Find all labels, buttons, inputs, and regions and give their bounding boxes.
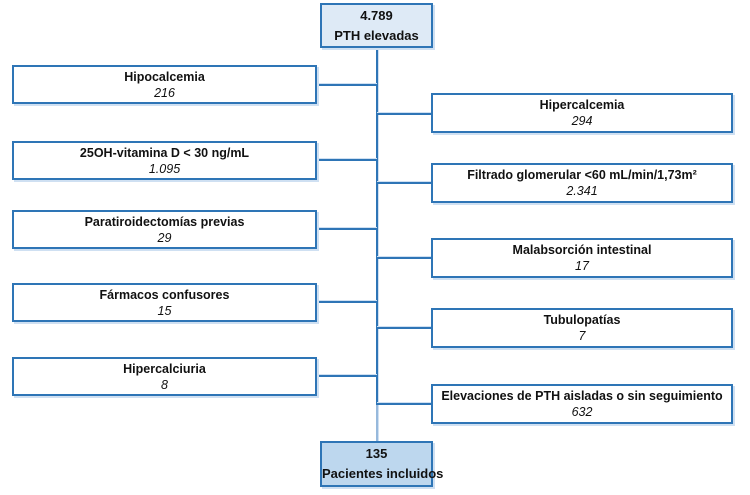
central-spine-tail-line: [376, 405, 378, 441]
exclusion-count: 632: [571, 405, 593, 419]
end-node: 135 Pacientes incluidos: [320, 441, 444, 487]
exclusion-node-paratiroidectomias: Paratiroidectomías previas 29: [12, 210, 317, 249]
exclusion-node-hipercalcemia: Hipercalcemia 294: [431, 93, 733, 133]
exclusion-count: 216: [154, 85, 175, 100]
exclusion-count: 2.341: [566, 184, 598, 198]
exclusion-node-filtrado-glomerular: Filtrado glomerular <60 mL/min/1,73m² 2.…: [431, 163, 733, 203]
exclusion-label: Elevaciones de PTH aisladas o sin seguim…: [441, 389, 723, 403]
connector-left-3: [315, 301, 377, 303]
connector-right-1: [377, 182, 431, 184]
connector-left-4: [315, 375, 377, 377]
exclusion-count: 15: [157, 303, 172, 318]
connector-left-2: [315, 228, 377, 230]
exclusion-label: Malabsorción intestinal: [512, 243, 652, 257]
exclusion-count: 294: [571, 114, 593, 128]
connector-right-0: [377, 113, 431, 115]
exclusion-label: 25OH-vitamina D < 30 ng/mL: [79, 145, 250, 160]
end-node-label: Pacientes incluidos: [322, 466, 444, 481]
exclusion-node-vitamina-d: 25OH-vitamina D < 30 ng/mL 1.095: [12, 141, 317, 180]
exclusion-label: Hipercalcemia: [539, 98, 625, 112]
exclusion-label: Paratiroidectomías previas: [84, 214, 245, 229]
exclusion-node-malabsorcion: Malabsorción intestinal 17: [431, 238, 733, 278]
exclusion-count: 1.095: [148, 161, 181, 176]
exclusion-count: 29: [157, 230, 172, 245]
exclusion-node-hipocalcemia: Hipocalcemia 216: [12, 65, 317, 104]
exclusion-label: Hipocalcemia: [124, 69, 205, 84]
exclusion-label: Filtrado glomerular <60 mL/min/1,73m²: [467, 168, 697, 182]
exclusion-count: 17: [575, 259, 589, 273]
start-node-label: PTH elevadas: [334, 27, 419, 43]
exclusion-label: Hipercalciuria: [123, 361, 206, 376]
connector-right-4: [377, 403, 431, 405]
connector-left-0: [315, 84, 377, 86]
exclusion-node-tubulopatias: Tubulopatías 7: [431, 308, 733, 348]
central-spine-line: [376, 48, 378, 405]
end-node-value: 135: [365, 446, 388, 461]
start-node: 4.789 PTH elevadas: [320, 3, 433, 48]
exclusion-node-farmacos: Fármacos confusores 15: [12, 283, 317, 322]
exclusion-count: 7: [578, 329, 586, 343]
exclusion-label: Tubulopatías: [543, 313, 621, 327]
exclusion-node-elevaciones-pth: Elevaciones de PTH aisladas o sin seguim…: [431, 384, 733, 424]
connector-left-1: [315, 159, 377, 161]
start-node-value: 4.789: [360, 7, 393, 23]
exclusion-node-hipercalciuria: Hipercalciuria 8: [12, 357, 317, 396]
exclusion-label: Fármacos confusores: [99, 287, 230, 302]
connector-right-3: [377, 327, 431, 329]
exclusion-count: 8: [161, 377, 168, 392]
connector-right-2: [377, 257, 431, 259]
